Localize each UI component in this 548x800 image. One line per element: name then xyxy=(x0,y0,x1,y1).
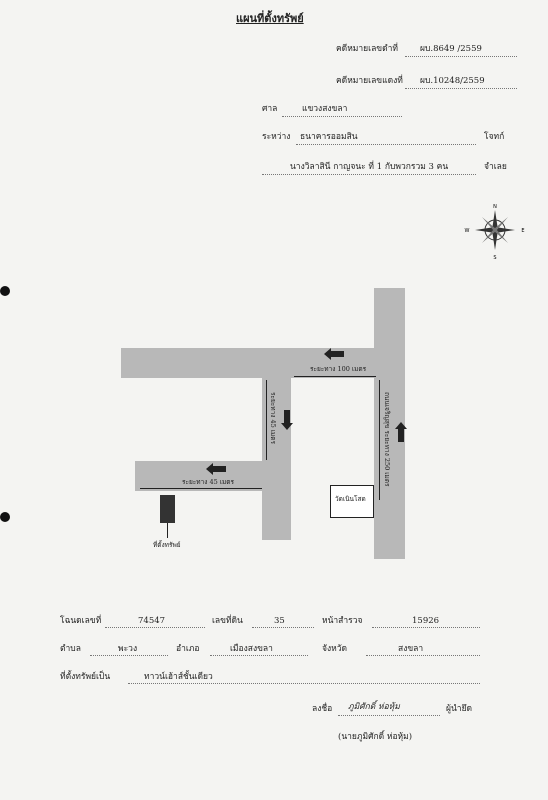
land-no-value: 35 xyxy=(274,616,285,626)
property-pointer xyxy=(167,523,168,538)
printed-name: (นายภูมิศักดิ์ ห่อหุ้ม) xyxy=(338,732,413,742)
between-label: ระหว่าง xyxy=(262,132,291,142)
black-case-label: คดีหมายเลขดำที่ xyxy=(336,44,398,54)
red-case-label: คดีหมายเลขแดงที่ xyxy=(336,76,403,86)
survey-label: หน้าสำรวจ xyxy=(322,616,363,626)
arrow-left-icon xyxy=(324,348,344,360)
building-value: ทาวน์เฮ้าส์ชั้นเดียว xyxy=(144,672,213,682)
compass-e-label: E xyxy=(521,228,524,234)
subdistrict-label: ตำบล xyxy=(60,644,81,654)
arrow-left-icon xyxy=(206,463,226,475)
arrow-down-icon xyxy=(281,410,293,430)
temple-box xyxy=(330,485,374,518)
road-top-label: ระยะทาง 100 เมตร xyxy=(310,365,367,373)
dimension-line-top xyxy=(294,376,376,377)
province-label: จังหวัด xyxy=(322,644,348,654)
plaintiff-value: ธนาคารออมสิน xyxy=(300,132,358,142)
province-value: สงขลา xyxy=(398,644,424,654)
compass-rose-icon: N S W E xyxy=(465,204,525,261)
dimension-line-middle xyxy=(266,380,267,460)
black-case-value: ผบ.8649 /2559 xyxy=(420,44,482,54)
compass-n-label: N xyxy=(493,204,497,210)
arrow-up-icon xyxy=(395,422,407,442)
dimension-line-right xyxy=(379,380,380,500)
court-value: แขวงสงขลา xyxy=(302,104,348,114)
temple-label: วัดเนินโสด xyxy=(335,495,366,503)
dimension-line-bottom xyxy=(140,488,262,489)
plaintiff-role: โจทก์ xyxy=(484,132,505,142)
building-label: ที่ตั้งทรัพย์เป็น xyxy=(60,672,111,682)
survey-value: 15926 xyxy=(412,616,440,626)
deed-label: โฉนดเลขที่ xyxy=(60,616,102,626)
compass-w-label: W xyxy=(465,228,470,234)
sign-label: ลงชื่อ xyxy=(312,704,333,714)
land-no-label: เลขที่ดิน xyxy=(212,616,243,626)
subdistrict-value: พะวง xyxy=(118,644,138,654)
page-title: แผนที่ตั้งทรัพย์ xyxy=(236,12,304,25)
defendant-role: จำเลย xyxy=(484,162,507,172)
binder-hole-bottom xyxy=(0,512,10,522)
road-bottom-label: ระยะทาง 45 เมตร xyxy=(182,478,235,486)
property-label: ที่ตั้งทรัพย์ xyxy=(153,541,181,549)
property-marker xyxy=(160,495,175,523)
signer-name: ภูมิศักดิ์ ห่อหุ้ม xyxy=(348,702,400,712)
deed-value: 74547 xyxy=(138,616,166,626)
road-middle-label: ระยะทาง 45 เมตร xyxy=(269,392,277,445)
road-top-horizontal xyxy=(121,348,405,378)
defendant-value: นางวิลาสินี กาญจนะ ที่ 1 กับพวกรวม 3 คน xyxy=(290,162,449,172)
compass-s-label: S xyxy=(493,255,496,261)
red-case-value: ผบ.10248/2559 xyxy=(420,76,485,86)
district-value: เมืองสงขลา xyxy=(230,644,273,654)
road-right-label: ถนนเจริญสุข ระยะทาง 250 เมตร xyxy=(383,392,391,487)
signer-role: ผู้นำยึด xyxy=(446,704,473,714)
court-label: ศาล xyxy=(262,104,278,114)
binder-hole-top xyxy=(0,286,10,296)
district-label: อำเภอ xyxy=(176,644,200,654)
